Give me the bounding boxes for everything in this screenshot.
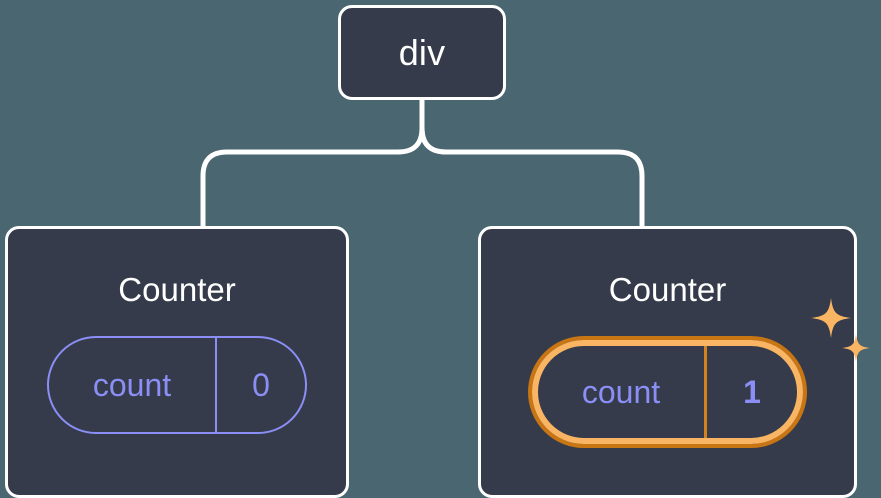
state-pill-count-right-highlighted[interactable]: count 1	[528, 336, 807, 448]
node-root-div[interactable]: div	[338, 5, 506, 100]
state-value-label: 1	[704, 346, 797, 438]
counter-left-title: Counter	[118, 271, 236, 308]
state-value-label: 0	[215, 338, 305, 432]
counter-right-title: Counter	[608, 271, 727, 308]
root-node-label: div	[398, 31, 446, 73]
state-pill-inner-ring: count 1	[532, 340, 803, 444]
node-counter-right[interactable]: Counter count 1	[478, 226, 870, 498]
sparkle-large-icon	[811, 298, 851, 338]
state-pill-count-left[interactable]: count 0	[47, 336, 307, 434]
counter-right-state-wrap: count 1	[528, 298, 870, 448]
edge-to-right-child	[419, 125, 645, 229]
state-key-label: count	[581, 374, 661, 410]
edge-to-left-child	[200, 125, 425, 229]
counter-left-state-wrap: count 0	[47, 336, 307, 434]
node-counter-left[interactable]: Counter count 0	[5, 226, 349, 498]
state-key-label: count	[92, 367, 172, 403]
